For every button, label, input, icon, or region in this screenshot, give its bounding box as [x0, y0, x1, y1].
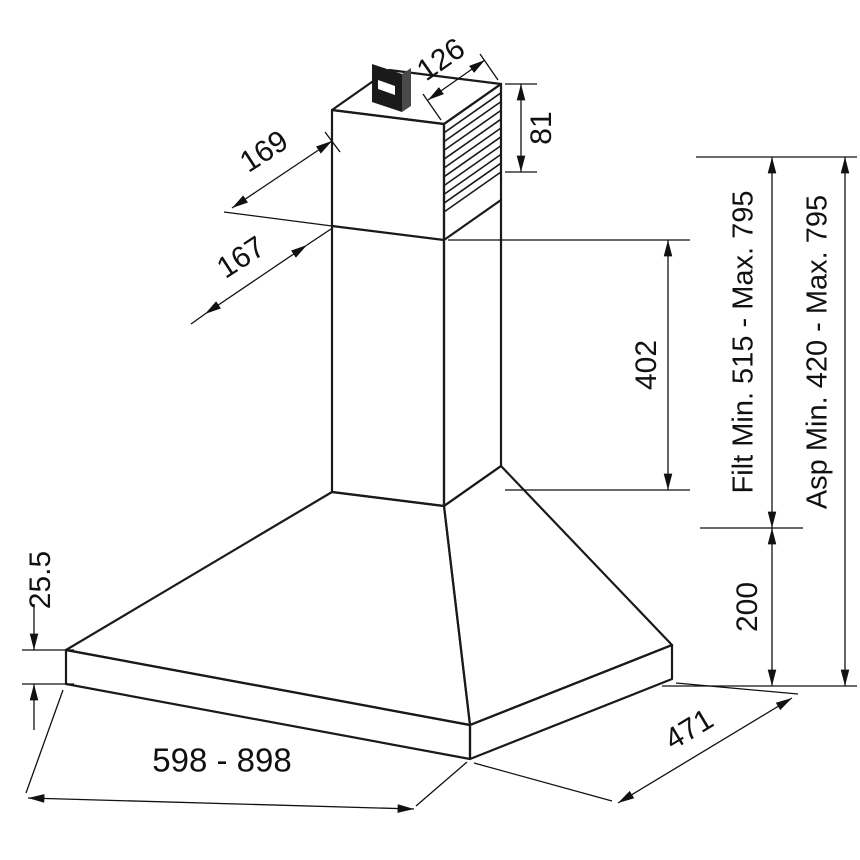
- dim-label-filter-mode-height: Filt Min. 515 - Max. 795: [728, 191, 760, 494]
- dimension-canopy-height: 200: [731, 528, 777, 686]
- grille-hatch-line: [443, 127, 502, 169]
- base-rim-right-face: [468, 643, 674, 761]
- grille-hatch: [443, 92, 502, 204]
- canopy-right-face: [442, 464, 674, 727]
- dim-extension-line: [479, 53, 499, 81]
- dim-arrow: [617, 697, 793, 804]
- dimension-grille-height: 81: [505, 83, 558, 173]
- grille-hatch-line: [443, 153, 502, 196]
- grille-hatch-line: [443, 136, 502, 178]
- wall-bracket: [372, 64, 411, 112]
- chimney-joint-line-front: [330, 224, 446, 242]
- grille-hatch-line: [443, 92, 502, 134]
- dim-arrow: [231, 140, 333, 209]
- grille-hatch-line: [443, 100, 502, 143]
- dim-arrow: [427, 59, 486, 101]
- grille-hatch-line: [443, 118, 502, 160]
- dimension-filter-mode-height: Filt Min. 515 - Max. 795: [696, 156, 857, 529]
- dim-label-lower-chimney-depth: 167: [211, 230, 271, 285]
- dimension-extraction-mode-height: Asp Min. 420 - Max. 795: [662, 157, 857, 687]
- dim-extension-line: [324, 131, 341, 153]
- chimney-front-face: [330, 108, 446, 508]
- bracket-slot: [378, 80, 395, 95]
- grille-hatch-line: [443, 162, 502, 204]
- dim-label-rim-height: 25.5: [24, 551, 57, 609]
- grille-hatch-line: [443, 109, 502, 152]
- dim-label-grille-height: 81: [525, 111, 558, 144]
- dimension-upper-chimney-depth: 169: [223, 124, 341, 227]
- dim-extension-line: [306, 228, 332, 246]
- hood-body: [64, 64, 674, 761]
- chimney-joint-line-side: [442, 198, 503, 242]
- dim-extension-line: [422, 93, 442, 121]
- dim-arrow: [204, 244, 308, 315]
- dim-label-upper-chimney-depth: 169: [234, 124, 294, 179]
- dim-extension-line: [25, 689, 64, 794]
- dim-label-hood-depth: 471: [659, 703, 719, 757]
- dim-extension-line: [473, 762, 613, 802]
- dim-extension-line: [190, 313, 206, 325]
- canopy-front-face: [64, 490, 472, 727]
- dimension-duct-top-depth: 126: [411, 32, 499, 121]
- dimension-rim-height: 25.5: [22, 551, 74, 730]
- dimension-lower-chimney-depth: 167: [190, 228, 332, 325]
- dimension-hood-width: 598 - 898: [25, 689, 468, 813]
- chimney-top-opening: [330, 68, 503, 126]
- dimension-hood-depth: 471: [473, 682, 799, 804]
- dim-label-chimney-height: 402: [630, 340, 663, 390]
- dim-arrow: [27, 794, 415, 813]
- dim-label-canopy-height: 200: [731, 582, 764, 632]
- dim-extension-line: [415, 761, 468, 807]
- bracket-flange: [402, 68, 411, 112]
- grille-hatch-line: [443, 144, 502, 187]
- dimension-chimney-height: 402: [448, 239, 690, 491]
- dim-extension-line: [675, 682, 799, 695]
- dim-label-extraction-mode-height: Asp Min. 420 - Max. 795: [802, 195, 834, 509]
- dim-label-hood-width: 598 - 898: [152, 742, 291, 779]
- dim-extension-line: [223, 211, 333, 227]
